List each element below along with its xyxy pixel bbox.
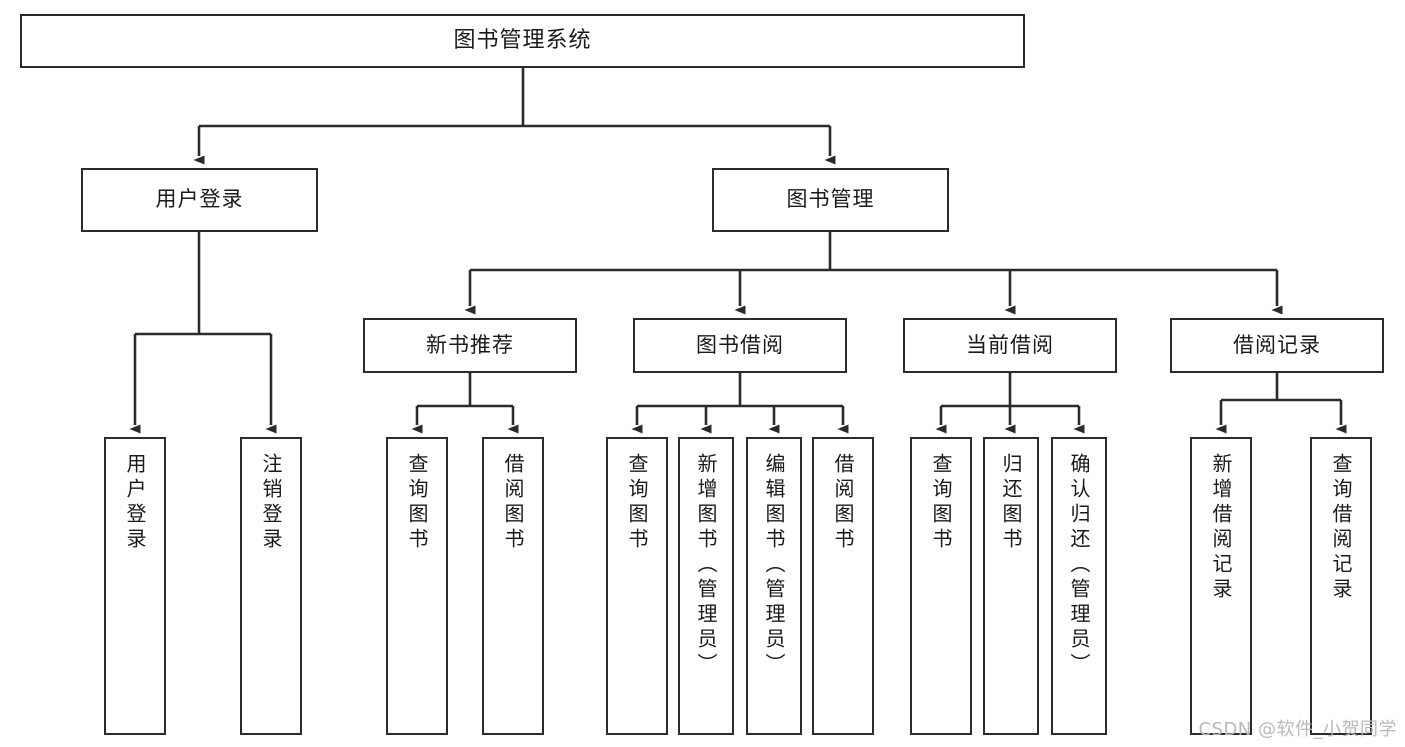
node-leaf-add-record-label: 新增借阅记录 — [1209, 453, 1233, 603]
node-user-login[interactable]: 用户登录 — [81, 168, 318, 232]
node-leaf-query-book-2-label: 查询图书 — [625, 453, 649, 553]
node-leaf-edit-book-label: 编辑图书（管理员） — [762, 453, 786, 678]
node-leaf-borrow-book-2-label: 借阅图书 — [831, 453, 855, 553]
node-leaf-borrow-book-2[interactable]: 借阅图书 — [812, 437, 874, 735]
node-leaf-user-login[interactable]: 用户登录 — [104, 437, 166, 735]
node-root[interactable]: 图书管理系统 — [20, 14, 1025, 68]
node-leaf-return-book-label: 归还图书 — [999, 453, 1023, 553]
node-leaf-query-book-1-label: 查询图书 — [405, 453, 429, 553]
node-current-borrow[interactable]: 当前借阅 — [903, 318, 1117, 373]
node-leaf-query-record-label: 查询借阅记录 — [1329, 453, 1353, 603]
node-leaf-add-book[interactable]: 新增图书（管理员） — [678, 437, 734, 735]
node-borrow-record-label: 借阅记录 — [1233, 332, 1321, 357]
node-leaf-query-book-1[interactable]: 查询图书 — [386, 437, 448, 735]
node-leaf-logout-login-label: 注销登录 — [259, 453, 283, 553]
node-leaf-add-book-label: 新增图书（管理员） — [694, 453, 718, 678]
node-current-borrow-label: 当前借阅 — [966, 332, 1054, 357]
node-root-label: 图书管理系统 — [453, 27, 592, 53]
node-leaf-confirm-return-label: 确认归还（管理员） — [1067, 453, 1091, 678]
node-book-manage[interactable]: 图书管理 — [712, 168, 949, 232]
node-user-login-label: 用户登录 — [155, 187, 244, 212]
node-leaf-query-book-3[interactable]: 查询图书 — [910, 437, 972, 735]
node-borrow-record[interactable]: 借阅记录 — [1170, 318, 1384, 373]
node-leaf-query-book-3-label: 查询图书 — [929, 453, 953, 553]
node-leaf-return-book[interactable]: 归还图书 — [983, 437, 1039, 735]
csdn-watermark: CSDN @软件_小贺同学 — [1198, 719, 1397, 740]
node-leaf-query-record[interactable]: 查询借阅记录 — [1310, 437, 1372, 735]
node-book-borrow-label: 图书借阅 — [696, 332, 784, 357]
node-leaf-edit-book[interactable]: 编辑图书（管理员） — [746, 437, 802, 735]
node-leaf-query-book-2[interactable]: 查询图书 — [606, 437, 668, 735]
node-leaf-user-login-label: 用户登录 — [123, 453, 147, 553]
node-leaf-confirm-return[interactable]: 确认归还（管理员） — [1051, 437, 1107, 735]
node-new-book-recommend-label: 新书推荐 — [426, 332, 514, 357]
node-book-borrow[interactable]: 图书借阅 — [633, 318, 847, 373]
node-book-manage-label: 图书管理 — [786, 187, 875, 212]
node-leaf-add-record[interactable]: 新增借阅记录 — [1190, 437, 1252, 735]
node-new-book-recommend[interactable]: 新书推荐 — [363, 318, 577, 373]
node-leaf-borrow-book-1-label: 借阅图书 — [501, 453, 525, 553]
node-leaf-logout-login[interactable]: 注销登录 — [240, 437, 302, 735]
node-leaf-borrow-book-1[interactable]: 借阅图书 — [482, 437, 544, 735]
